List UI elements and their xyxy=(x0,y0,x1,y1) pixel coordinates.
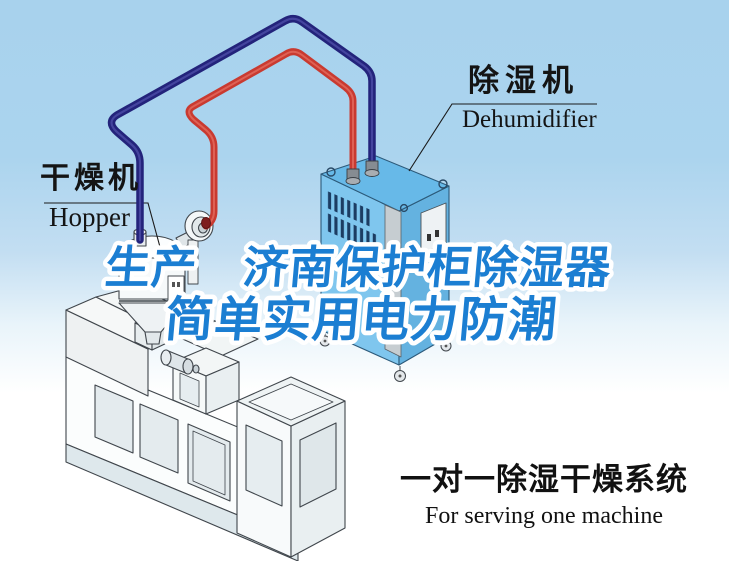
lifting-ring xyxy=(438,179,448,189)
dehumidifier-callout: 除湿机 Dehumidifier xyxy=(462,63,597,134)
dry-air-hose-highlight xyxy=(110,17,374,242)
headline-line1: 生产 济南保护柜除湿器 xyxy=(103,242,613,293)
panel-window xyxy=(94,384,134,454)
headline-line2: 简单实用电力防潮 xyxy=(163,293,560,347)
cabinet-corner-trim xyxy=(384,204,402,358)
return-air-hose-highlight xyxy=(188,50,354,227)
dehumidifier-cabinet xyxy=(319,155,452,382)
vent-grille xyxy=(327,191,371,227)
callout-leader-lines xyxy=(44,103,597,248)
caption-zh: 一对一除湿干燥系统 xyxy=(400,462,688,497)
hopper-callout: 干燥机 Hopper xyxy=(40,162,142,233)
hose-clamp-flange xyxy=(364,169,380,177)
vent-grille xyxy=(327,213,377,253)
nozzle-ring xyxy=(160,349,172,366)
control-panel xyxy=(420,202,447,255)
caption-block: 一对一除湿干燥系统 For serving one machine xyxy=(398,454,690,530)
hose-clamps xyxy=(345,160,380,185)
headline: 生产 济南保护柜除湿器 简单实用电力防潮 xyxy=(99,238,618,352)
nozzle-tip xyxy=(192,364,200,374)
control-button xyxy=(427,234,431,241)
hopper-callout-en: Hopper xyxy=(49,202,130,233)
nozzle-ring xyxy=(182,358,194,375)
hoses xyxy=(107,15,380,244)
mold-box-panel xyxy=(245,424,283,507)
mold-box-panel xyxy=(299,422,337,508)
panel-window-inner xyxy=(192,430,226,496)
hopper-neck xyxy=(144,331,162,345)
hose-clamp-flange xyxy=(345,177,361,185)
mold-box-rim xyxy=(248,383,334,421)
panel-window xyxy=(187,423,231,502)
caption-en: For serving one machine xyxy=(425,503,663,529)
injection-unit-window xyxy=(179,372,200,408)
lifting-ring xyxy=(399,203,409,213)
drying-hopper xyxy=(118,210,214,351)
dehumidifier-callout-en: Dehumidifier xyxy=(462,106,597,134)
hose-inlet-tip xyxy=(201,217,211,229)
hopper-callout-zh: 干燥机 xyxy=(40,162,142,195)
hopper-panel-button xyxy=(172,282,175,287)
caster-wheels xyxy=(319,331,452,382)
control-button xyxy=(435,230,439,237)
extruder-machine xyxy=(65,286,346,561)
dehumidifier-callout-zh: 除湿机 xyxy=(468,63,579,98)
lifting-ring xyxy=(326,167,336,177)
dehumidifier-callout-underline xyxy=(408,103,597,172)
panel-window xyxy=(139,403,179,474)
hopper-panel-button xyxy=(177,282,180,287)
hopper-callout-underline xyxy=(44,202,161,248)
